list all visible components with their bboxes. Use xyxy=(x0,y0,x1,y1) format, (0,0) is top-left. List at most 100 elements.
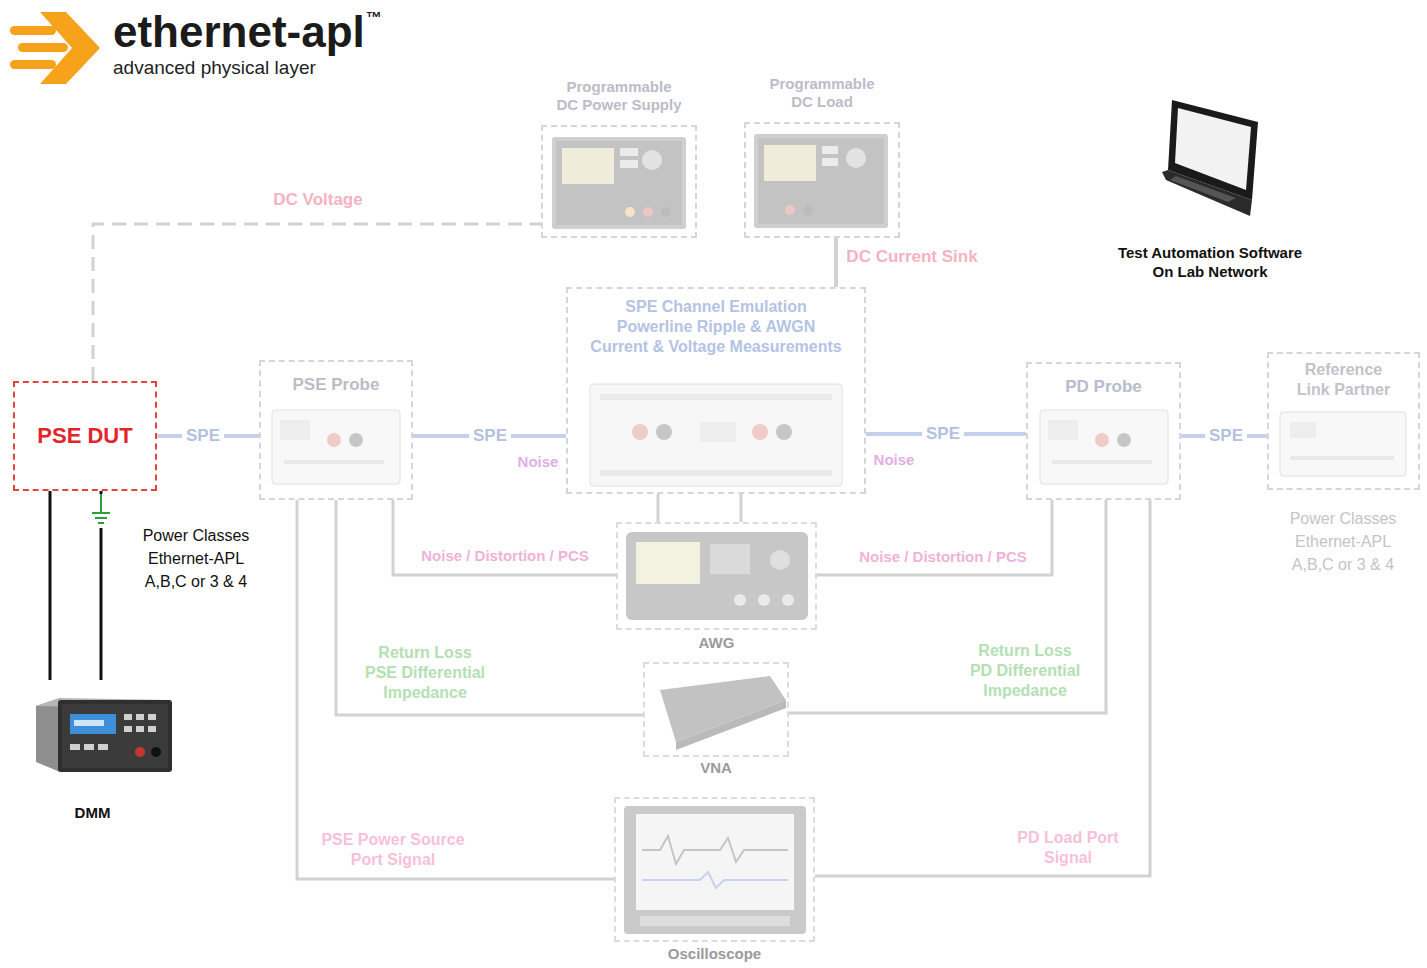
power-supply-picture xyxy=(552,137,686,229)
channel-emulator-picture xyxy=(590,384,842,486)
instrument-name: Programmable DC Power Supply xyxy=(555,78,683,116)
probe-picture xyxy=(272,410,400,484)
logo-mark xyxy=(10,26,56,35)
logo-mark xyxy=(10,12,100,84)
measurement-lead xyxy=(49,491,52,680)
noise-tag: Noise xyxy=(518,453,559,472)
multimeter-picture xyxy=(84,744,94,750)
connector-label: SPE xyxy=(182,425,224,446)
power-class-note: Power Classes Ethernet-APL A,B,C or 3 & … xyxy=(1284,507,1402,576)
multimeter-picture xyxy=(151,747,161,757)
multimeter-picture xyxy=(58,700,172,772)
awg-picture xyxy=(636,542,700,584)
dc-load-picture xyxy=(803,205,813,215)
power-supply-picture xyxy=(625,207,635,217)
instrument-unit: Oscilloscope xyxy=(614,797,815,964)
ground-symbol xyxy=(98,522,104,524)
emulator-title: SPE Channel Emulation Powerline Ripple &… xyxy=(589,297,844,357)
probe-picture xyxy=(1048,420,1078,440)
oscilloscope-picture xyxy=(624,806,806,934)
probe-picture xyxy=(1095,433,1109,447)
ground-symbol xyxy=(100,494,102,513)
awg-picture xyxy=(626,532,808,620)
probe-picture xyxy=(280,420,310,440)
link-partner-picture xyxy=(1290,456,1394,460)
dc-load-picture xyxy=(754,134,888,228)
dashed-frame xyxy=(616,522,817,630)
instrument-unit: Programmable DC Load xyxy=(744,75,900,239)
dc-load-picture xyxy=(785,205,795,215)
probe-picture xyxy=(1040,410,1168,484)
software-note: Test Automation Software On Lab Network xyxy=(1110,244,1310,282)
ground-symbol xyxy=(95,517,107,519)
multimeter-picture xyxy=(62,704,168,768)
instrument-name: VNA xyxy=(643,759,789,778)
channel-emulator-picture xyxy=(632,424,648,440)
connector-label: Noise / Distortion / PCS xyxy=(417,547,593,566)
logo-mark xyxy=(18,43,68,52)
instrument-name: DMM xyxy=(30,804,155,823)
instrument-unit: VNA xyxy=(643,662,789,778)
multimeter-picture xyxy=(70,744,80,750)
power-line xyxy=(834,238,838,287)
channel-emulator: SPE Channel Emulation Powerline Ripple &… xyxy=(566,287,866,494)
logo-mark xyxy=(10,60,56,69)
connector-label: PD Load Port Signal xyxy=(1004,828,1132,868)
ground-symbol xyxy=(92,512,110,514)
probe-picture xyxy=(272,410,400,484)
laptop-picture xyxy=(1162,170,1252,216)
channel-emulator-picture xyxy=(700,422,736,442)
probe-picture xyxy=(1117,433,1131,447)
power-class-note: Power Classes Ethernet-APL A,B,C or 3 & … xyxy=(137,524,255,593)
connector-label: Return Loss PSE Differential Impedance xyxy=(359,643,491,703)
oscilloscope-picture xyxy=(636,814,794,910)
partner-name: Reference Link Partner xyxy=(1289,360,1399,400)
channel-emulator-picture xyxy=(600,394,832,400)
probe-picture xyxy=(284,460,384,464)
awg-picture xyxy=(734,594,746,606)
device-name: PSE DUT xyxy=(37,422,132,450)
probe-picture xyxy=(327,433,341,447)
signal-cable xyxy=(336,500,643,715)
multimeter-picture xyxy=(36,698,60,772)
probe-name: PSE Probe xyxy=(261,374,411,395)
link-partner-picture xyxy=(1280,412,1406,476)
oscilloscope-picture xyxy=(642,836,788,864)
vna-picture xyxy=(676,700,786,750)
dashed-frame xyxy=(541,125,697,238)
power-line xyxy=(93,224,541,381)
awg-picture xyxy=(626,532,808,620)
noise-tag: Noise xyxy=(874,451,915,470)
power-supply-picture xyxy=(556,141,682,225)
power-supply-picture xyxy=(661,207,671,217)
instrument-unit: Programmable DC Power Supply xyxy=(541,78,697,239)
ground-symbol xyxy=(90,494,112,528)
signal-cable xyxy=(297,500,614,879)
channel-emulator-picture xyxy=(752,424,768,440)
multimeter-picture xyxy=(70,714,116,734)
instrument-area xyxy=(30,680,155,804)
link-partner-picture xyxy=(1290,422,1316,438)
laptop-picture xyxy=(1162,100,1258,216)
connector-label: SPE xyxy=(1205,425,1247,446)
channel-emulator-picture xyxy=(656,424,672,440)
multimeter: DMM xyxy=(30,680,155,823)
probe-unit: PSE Probe xyxy=(259,360,413,500)
signal-cable xyxy=(657,494,660,522)
connector-label: PSE Power Source Port Signal xyxy=(309,830,477,870)
link-partner: Reference Link Partner xyxy=(1267,352,1420,490)
logo-tagline: advanced physical layer xyxy=(113,56,316,80)
power-supply-picture xyxy=(620,148,638,156)
instrument-name: AWG xyxy=(616,634,817,653)
power-supply-picture xyxy=(643,207,653,217)
awg-picture xyxy=(782,594,794,606)
channel-emulator-picture xyxy=(600,470,832,476)
probe-picture xyxy=(1040,410,1168,484)
ground-symbol xyxy=(90,494,112,528)
dc-load-picture xyxy=(764,145,816,181)
power-supply-picture xyxy=(562,148,614,184)
device-under-test: PSE DUT xyxy=(13,381,157,491)
